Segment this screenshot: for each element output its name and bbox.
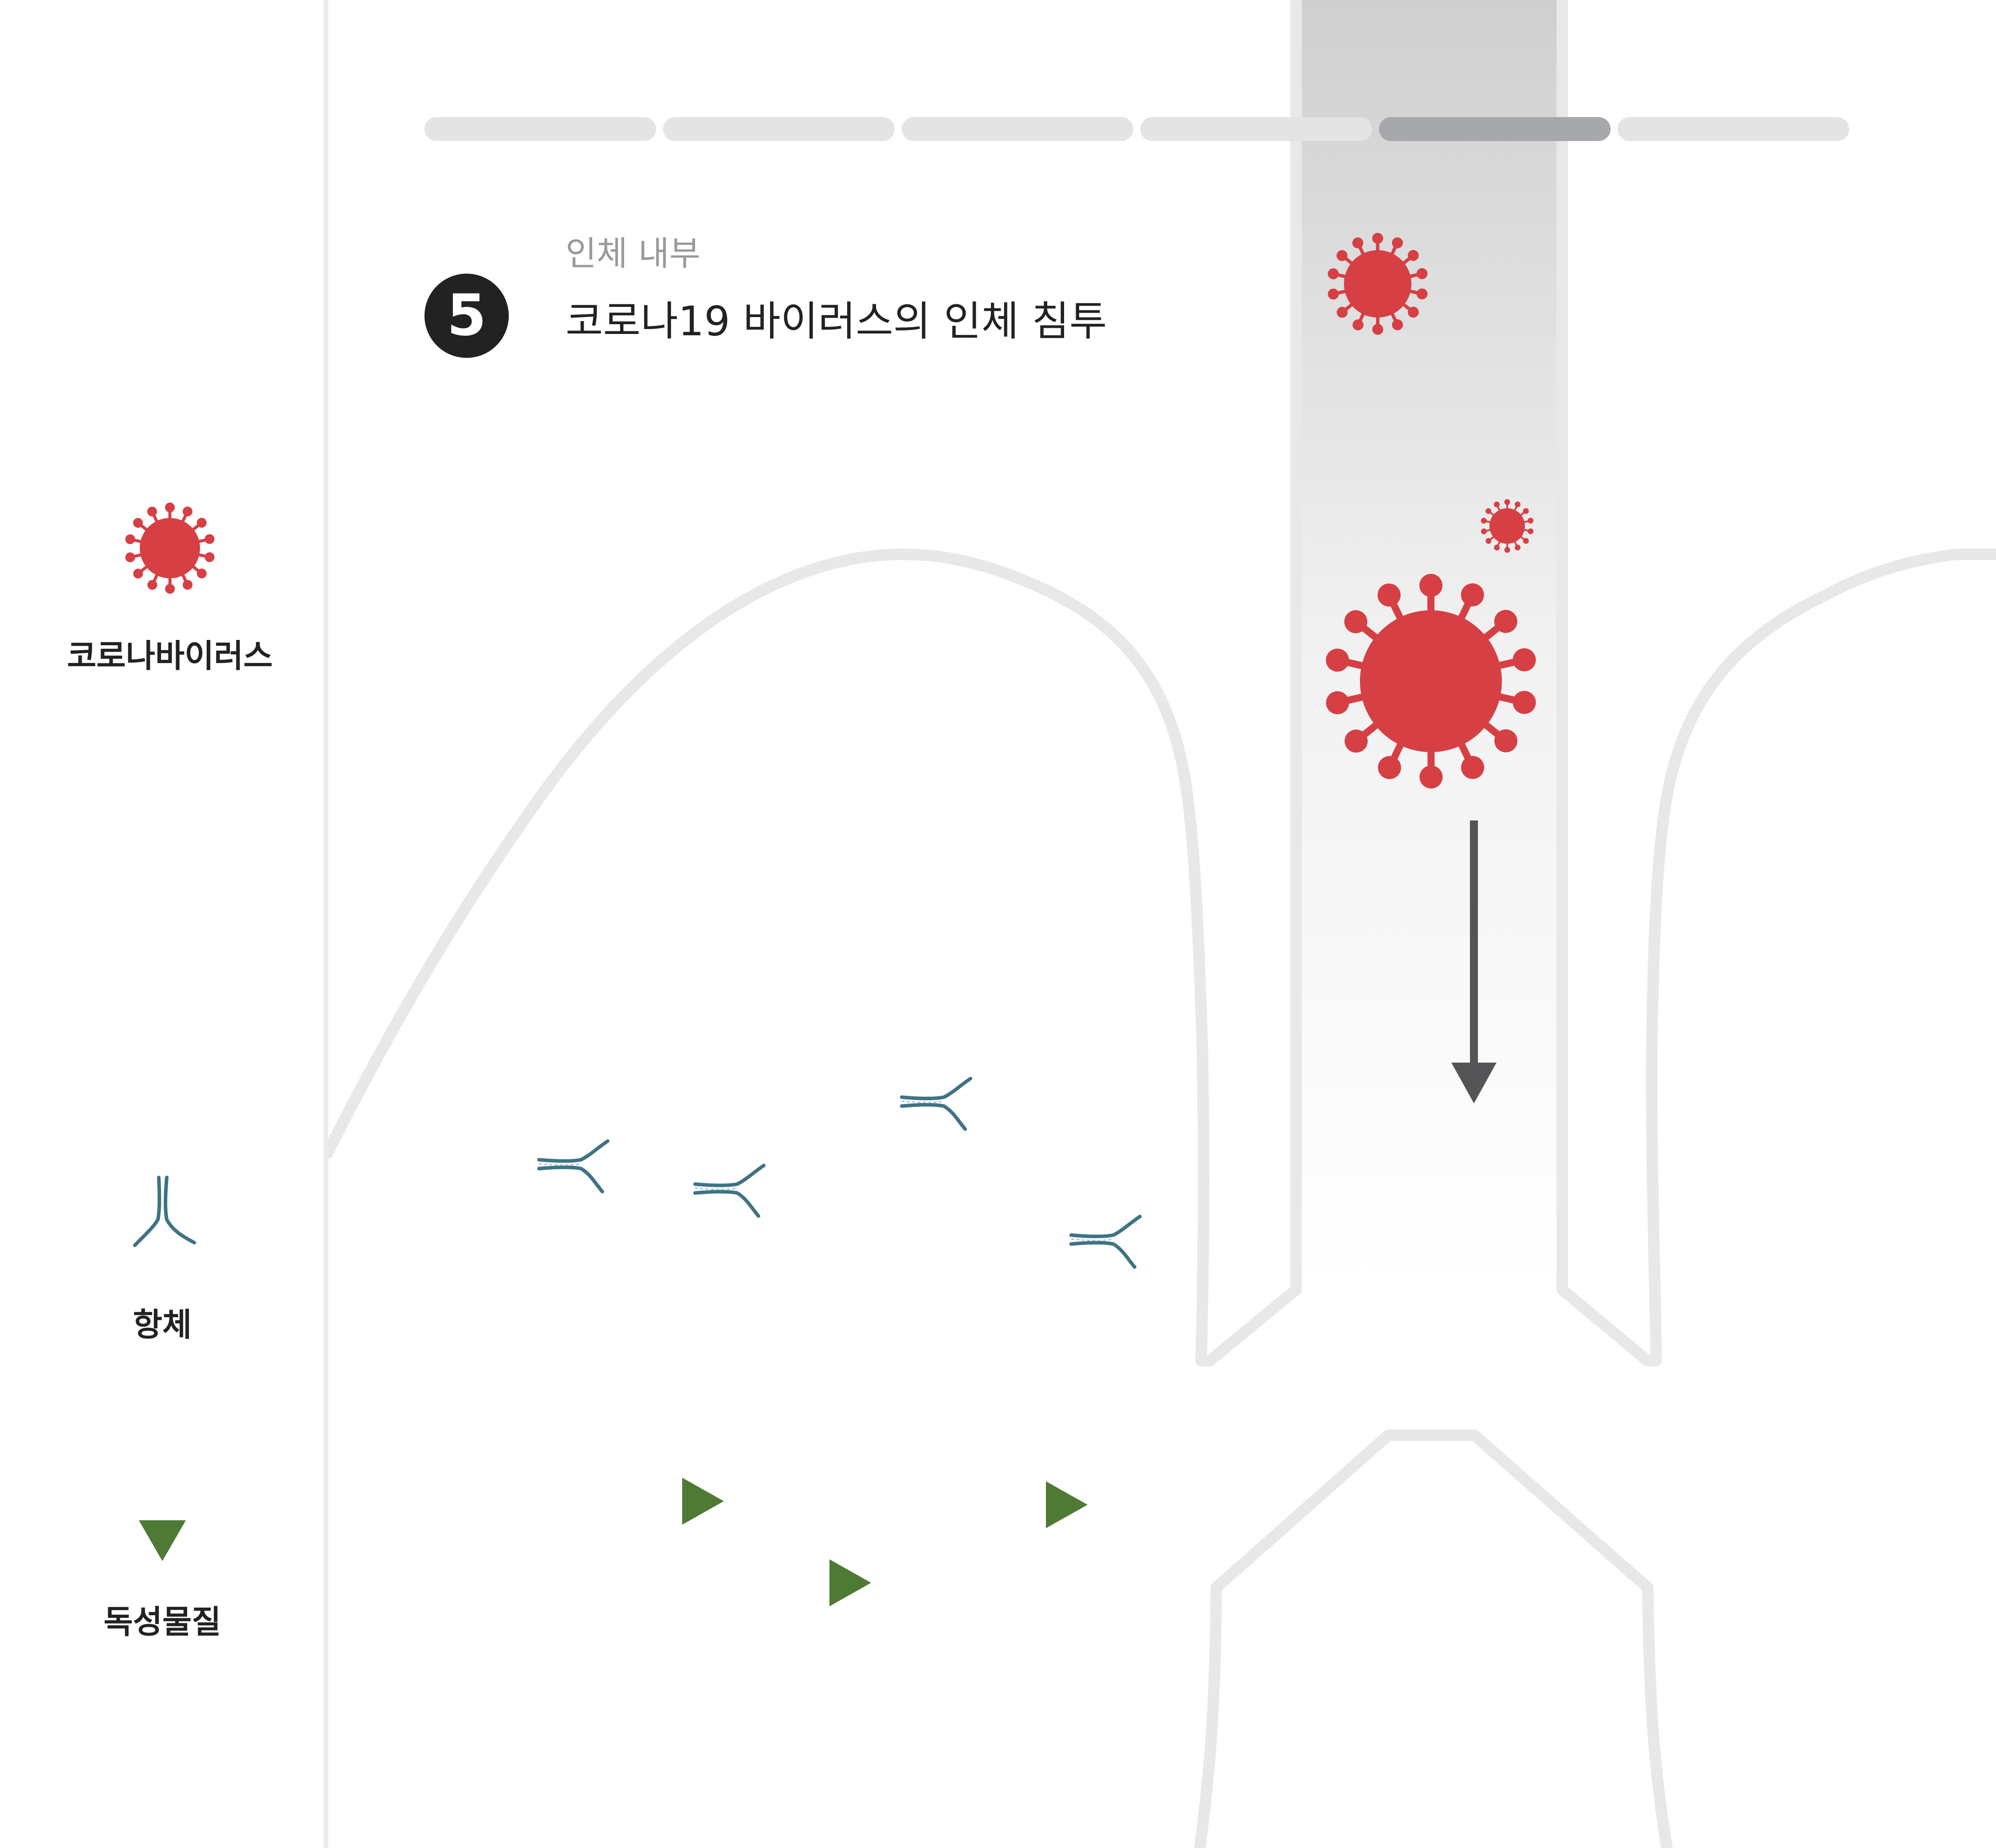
down-arrow-icon [1451, 820, 1497, 1103]
toxin-icon [139, 1520, 186, 1561]
trachea-right-wall [1556, 0, 1996, 1366]
progress-step-4 [1140, 117, 1372, 141]
legend-toxin-label: 독성물질 [103, 1603, 221, 1640]
bronchus-outline [1194, 1429, 1673, 1848]
virus-icon [1327, 233, 1429, 335]
antibody-icon [1071, 1216, 1140, 1267]
toxin-icon [682, 1478, 724, 1525]
antibody-icon [902, 1079, 970, 1129]
legend-virus-label: 코로나바이러스 [67, 637, 273, 675]
virus-icon [1481, 499, 1534, 553]
step-title: 코로나19 바이러스의 인체 침투 [566, 298, 1107, 345]
virus-icon [124, 502, 216, 594]
progress-step-5 [1379, 117, 1611, 141]
progress-step-2 [663, 117, 895, 141]
antibody-icon [695, 1165, 764, 1216]
progress-step-6 [1618, 117, 1849, 141]
step-number-badge: 5 [424, 274, 509, 358]
legend-panel: 코로나바이러스 항체 독성물질 [0, 0, 324, 1848]
progress-step-1 [424, 117, 656, 141]
antibody-icon [133, 1176, 196, 1247]
toxin-icon [1046, 1481, 1088, 1528]
legend-divider [324, 0, 328, 1848]
trachea-left-wall [322, 0, 1302, 1366]
legend-antibody-label: 항체 [133, 1306, 192, 1343]
toxin-icon [829, 1559, 871, 1606]
virus-icon [1324, 574, 1538, 789]
antibody-icon [539, 1141, 608, 1192]
step-subtitle: 인체 내부 [566, 234, 700, 273]
progress-step-3 [902, 117, 1133, 141]
